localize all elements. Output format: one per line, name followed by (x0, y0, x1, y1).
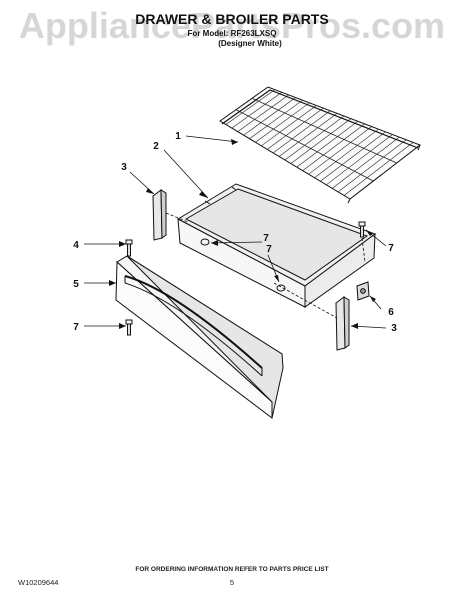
callout-7-front: 7 (73, 322, 79, 333)
rack-wire (284, 115, 345, 161)
screw-part-7-right (358, 221, 366, 238)
callout-6: 6 (388, 307, 394, 318)
drawer-front-panel (115, 255, 284, 420)
rack-cross-wire (235, 109, 374, 182)
screw-part-7-drawer-left (200, 238, 210, 246)
rack-wire (326, 134, 393, 186)
callout-1: 1 (175, 131, 181, 142)
callout-3-bottom: 3 (391, 323, 397, 334)
drawer-glide-right (335, 296, 350, 351)
bracket-part-6 (356, 281, 370, 301)
color-line: (Designer White) (218, 39, 282, 48)
rack-wire (308, 126, 372, 175)
rack-wire (314, 128, 379, 178)
rack-wire (296, 121, 358, 168)
rack-wire (231, 92, 282, 129)
screw-part-7-drawer-right (276, 284, 286, 292)
ordering-notice: FOR ORDERING INFORMATION REFER TO PARTS … (135, 566, 328, 573)
rack-wire (332, 136, 400, 189)
screw-part-4 (125, 239, 133, 257)
broiler-rack (219, 86, 422, 204)
callout-2: 2 (153, 141, 159, 152)
rack-wire (273, 110, 331, 154)
rack-cross-wire (251, 97, 397, 164)
rack-wire (243, 97, 296, 136)
callout-5: 5 (73, 279, 79, 290)
callout-7-right: 7 (388, 243, 394, 254)
screw-part-7-front (125, 319, 133, 336)
broiler-drawer (176, 183, 377, 308)
rack-wire (249, 99, 303, 139)
callout-7-drawer-right: 7 (266, 244, 272, 255)
rack-wire (343, 142, 414, 196)
rack-wire (320, 131, 386, 182)
rack-wire (267, 107, 324, 150)
rack-wire (337, 139, 407, 193)
diagram-title: DRAWER & BROILER PARTS (135, 11, 328, 27)
rack-wire (225, 89, 276, 125)
model-line: For Model: RF263LXSQ (188, 29, 277, 38)
callout-7-drawer-left: 7 (263, 233, 269, 244)
watermark-text: AppliancePartsPros.com (19, 5, 445, 46)
rack-wire (237, 94, 289, 132)
callout-3-top: 3 (121, 162, 127, 173)
rack-wire (261, 105, 317, 147)
rack-wire (255, 102, 310, 143)
rack-wire (302, 123, 365, 171)
rack-wire (278, 113, 338, 157)
leader-lines (84, 135, 387, 329)
page-number: 5 (230, 578, 234, 587)
callout-4: 4 (73, 240, 79, 251)
rack-wire (290, 118, 352, 164)
drawer-glide-left (152, 189, 167, 241)
document-number: W10209644 (18, 578, 58, 587)
